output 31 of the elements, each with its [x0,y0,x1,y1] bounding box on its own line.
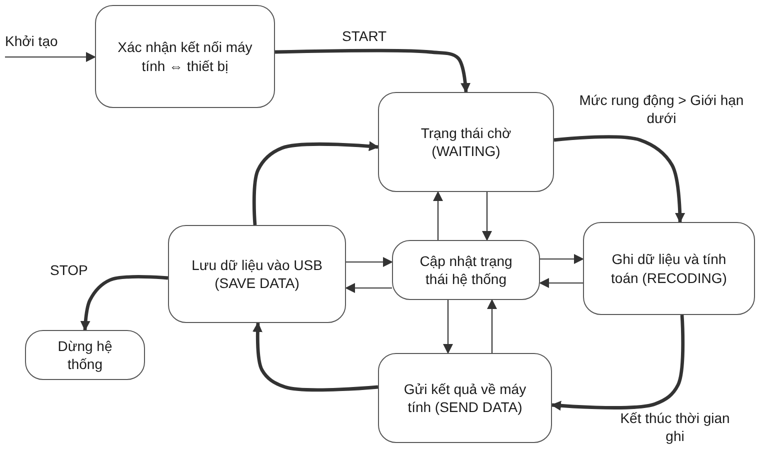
edge-label: Kết thúc thời gian ghi [618,410,732,445]
state-box [25,330,145,380]
state-box [168,225,346,323]
state-box [392,240,540,300]
arrow [539,278,583,288]
state-box [583,222,755,315]
arrow [487,299,497,353]
arrow [540,254,584,264]
edge-label: Khởi tạo [3,33,60,50]
arrow [482,192,492,241]
arrow [5,52,96,62]
state-text: Dừng hệ thống [56,336,114,374]
arrow [252,322,378,392]
state-box [378,353,552,443]
state-text: Xác nhận kết nối máy tính ⇔ thiết bị [116,38,254,75]
arrow [443,300,453,354]
state-text: Trạng thái chờ (WAITING) [420,124,512,160]
arrow [252,141,379,226]
state-text: Gửi kết quả về máy tính (SEND DATA) [402,380,528,416]
arrow [80,275,168,331]
state-text: Ghi dữ liệu và tính toán (RECODING) [610,250,728,287]
arrow [433,191,443,240]
state-box [95,5,275,108]
arrow [551,314,685,411]
state-text: Lưu dữ liệu vào USB (SAVE DATA) [190,256,324,292]
arrow [345,283,392,293]
state-text: Cập nhật trạng thái hệ thống [418,252,514,288]
arrow [274,48,470,93]
arrow [554,135,685,223]
state-box [378,92,554,192]
arrow [346,257,393,267]
